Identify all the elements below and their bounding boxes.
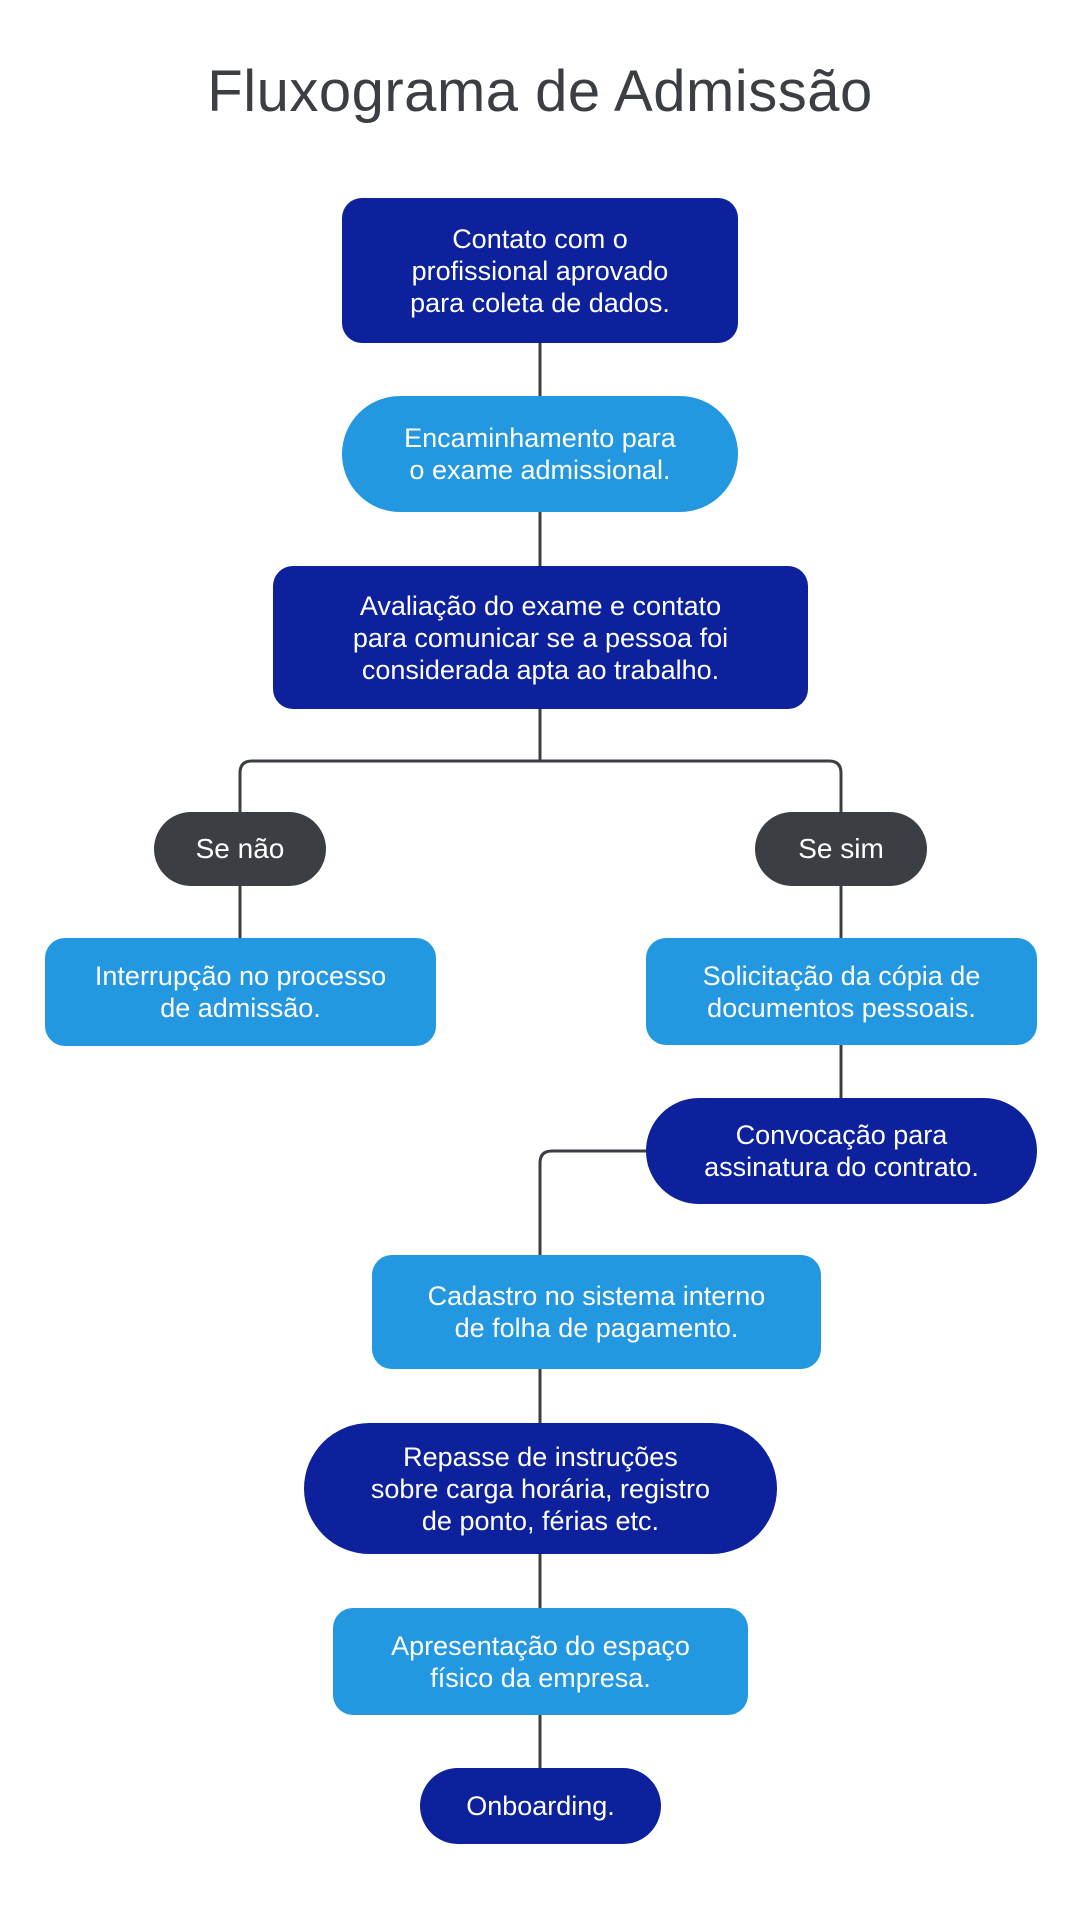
decision-se-sim: Se sim xyxy=(755,812,927,886)
step-contato: Contato com o profissional aprovado para… xyxy=(342,198,738,343)
step-cadastro: Cadastro no sistema interno de folha de … xyxy=(372,1255,821,1369)
page-title: Fluxograma de Admissão xyxy=(207,59,873,124)
connector-branch-se-sim xyxy=(540,759,843,812)
step-avaliacao: Avaliação do exame e contato para comuni… xyxy=(273,566,808,709)
step-encaminhamento: Encaminhamento para o exame admissional. xyxy=(342,396,738,512)
step-apresentacao: Apresentação do espaço físico da empresa… xyxy=(333,1608,748,1715)
step-onboarding: Onboarding. xyxy=(420,1768,661,1844)
step-repasse: Repasse de instruções sobre carga horári… xyxy=(304,1423,777,1554)
connector-branch-se-nao xyxy=(238,759,540,812)
decision-se-nao: Se não xyxy=(154,812,326,886)
step-interrupcao: Interrupção no processo de admissão. xyxy=(45,938,436,1046)
step-solicitacao: Solicitação da cópia de documentos pesso… xyxy=(646,938,1037,1045)
connector-convocacao-cadastro xyxy=(538,1149,646,1255)
step-convocacao: Convocação para assinatura do contrato. xyxy=(646,1098,1037,1204)
